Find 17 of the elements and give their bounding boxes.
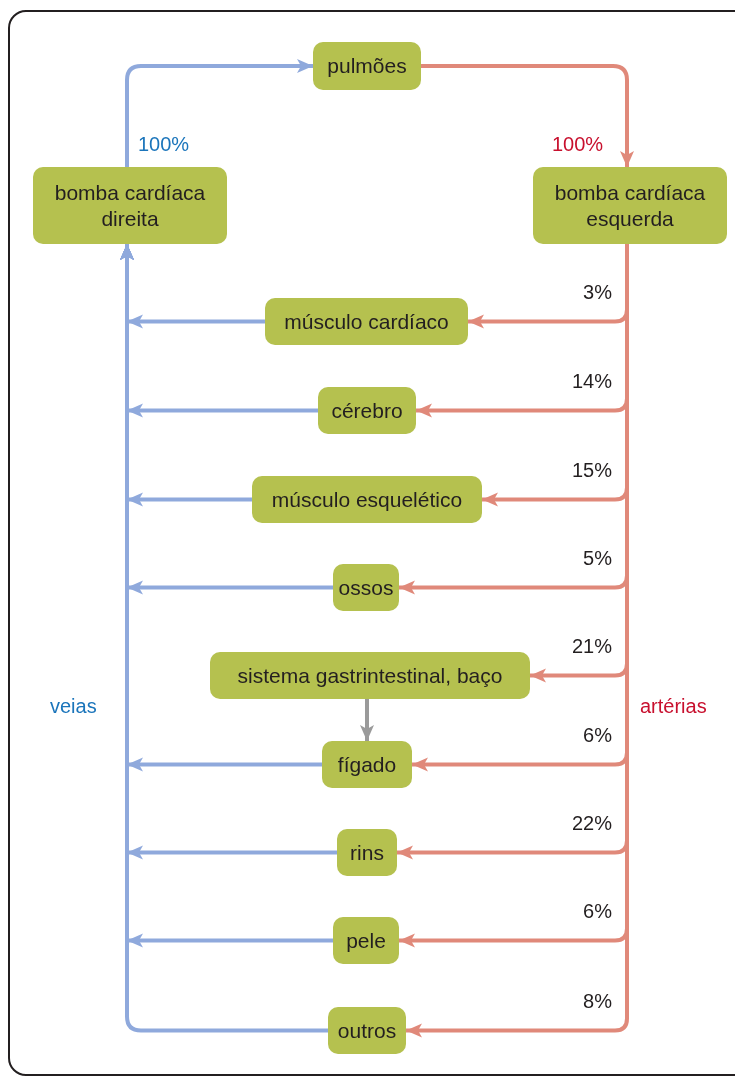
organ-box: pulmões [313,42,421,90]
arrow [421,64,634,167]
organ-box: outros [328,1007,406,1054]
organ-box: ossos [333,564,399,611]
organ-box: rins [337,829,397,876]
organ-box: pele [333,917,399,964]
organ-box: cérebro [318,387,416,434]
organ-box: sistema gastrintestinal, baço [210,652,530,699]
organ-box: fígado [322,741,412,788]
arrow [360,699,374,741]
organ-box: bomba cardíaca esquerda [533,167,727,244]
vessel-label: artérias [640,694,707,718]
organ-box: músculo cardíaco [265,298,468,345]
vessel-label: veias [50,694,97,718]
organ-box: músculo esquelético [252,476,482,523]
arrow [125,59,313,167]
organ-box: bomba cardíaca direita [33,167,227,244]
